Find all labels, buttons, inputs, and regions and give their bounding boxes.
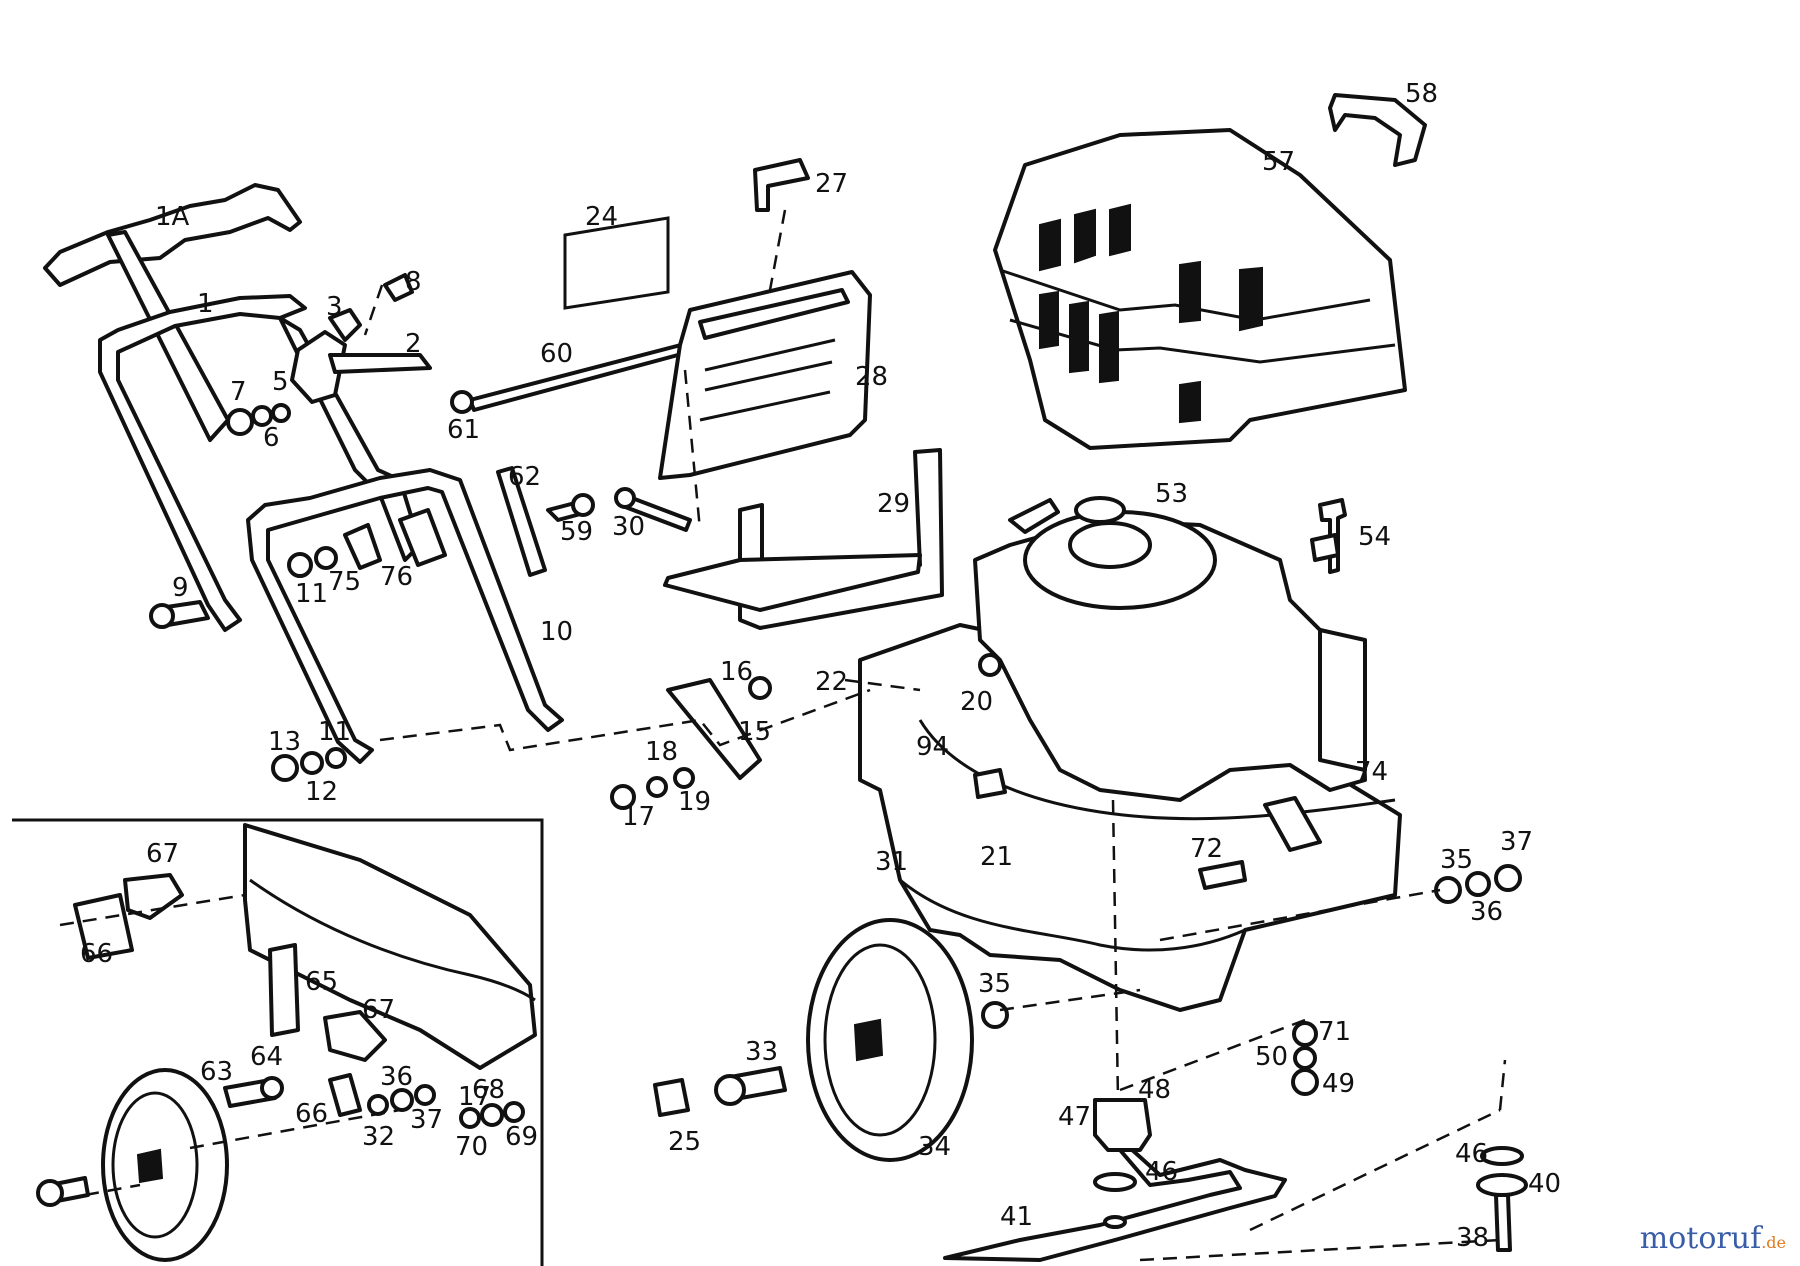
blade-part	[943, 1146, 1287, 1262]
part-label: 66	[295, 1099, 328, 1129]
part-label: 65	[305, 967, 338, 997]
part-label: 46	[1455, 1139, 1488, 1169]
part-label: 37	[1500, 827, 1533, 857]
part-label: 67	[362, 995, 395, 1025]
part-label: 10	[540, 617, 573, 647]
part-label: 37	[410, 1105, 443, 1135]
part-label: 34	[918, 1132, 951, 1162]
part-label: 61	[447, 415, 480, 445]
upper-handle-part	[43, 183, 302, 442]
rear-wheel-part	[806, 918, 974, 1162]
part-label: 46	[1145, 1157, 1178, 1187]
part-label: 74	[1355, 757, 1388, 787]
part-label: 2	[405, 329, 422, 359]
part-label: 5	[272, 367, 289, 397]
part-label: 17	[622, 802, 655, 832]
bracket-part	[663, 448, 944, 630]
part-label: 3	[326, 292, 343, 322]
part-label: 57	[1262, 147, 1295, 177]
part-label: 67	[146, 839, 179, 869]
part-label: 38	[1456, 1223, 1489, 1253]
rear-flap-part	[563, 158, 872, 480]
part-label: 27	[815, 169, 848, 199]
part-label: 59	[560, 517, 593, 547]
part-label: 69	[505, 1122, 538, 1152]
part-label: 40	[1528, 1169, 1561, 1199]
engine-part	[973, 496, 1367, 802]
part-label: 18	[645, 737, 678, 767]
part-label: 66	[80, 939, 113, 969]
part-label: 94	[916, 732, 949, 762]
lower-handle-part	[246, 468, 564, 764]
part-label: 9	[172, 573, 189, 603]
part-label: 19	[678, 787, 711, 817]
part-number-labels: 1A 1 2 3 5 6 7 8 9 10 11 11 12 13 15 16 …	[80, 79, 1561, 1253]
part-label: 24	[585, 202, 618, 232]
part-label: 75	[328, 567, 361, 597]
watermark-main: motoruf	[1639, 1221, 1762, 1256]
part-label: 62	[508, 462, 541, 492]
part-label: 1A	[155, 202, 190, 232]
part-label: 20	[960, 687, 993, 717]
part-label: 72	[1190, 834, 1223, 864]
part-label: 71	[1318, 1017, 1351, 1047]
part-label: 1	[197, 289, 214, 319]
small-hardware	[610, 533, 1528, 1252]
part-label: 47	[1058, 1102, 1091, 1132]
part-label: 13	[268, 727, 301, 757]
part-label: 35	[978, 969, 1011, 999]
part-label: 36	[1470, 897, 1503, 927]
part-label: 70	[455, 1132, 488, 1162]
front-wheel-part	[101, 1068, 229, 1262]
part-label: 49	[1322, 1069, 1355, 1099]
watermark-logo: motoruf.de	[1640, 1221, 1786, 1256]
part-label: 64	[250, 1042, 283, 1072]
part-label: 63	[200, 1057, 233, 1087]
part-label: 11	[318, 717, 351, 747]
part-label: 41	[1000, 1202, 1033, 1232]
part-label: 22	[815, 667, 848, 697]
part-label: 76	[380, 562, 413, 592]
assembly-guide-lines	[59, 209, 1507, 1262]
part-label: 29	[877, 489, 910, 519]
part-label: 58	[1405, 79, 1438, 109]
part-label: 32	[362, 1122, 395, 1152]
part-label: 33	[745, 1037, 778, 1067]
part-label: 54	[1358, 522, 1391, 552]
part-label: 15	[738, 717, 771, 747]
part-label: 21	[980, 842, 1013, 872]
handle-small-parts	[149, 273, 706, 782]
part-label: 6	[263, 423, 280, 453]
part-label: 8	[405, 267, 422, 297]
part-label: 50	[1255, 1042, 1288, 1072]
part-label: 17	[458, 1082, 491, 1112]
part-label: 16	[720, 657, 753, 687]
part-label: 68	[472, 1075, 505, 1105]
part-label: 53	[1155, 479, 1188, 509]
part-label: 7	[230, 377, 247, 407]
part-label: 60	[540, 339, 573, 369]
part-label: 48	[1138, 1075, 1171, 1105]
watermark-tld: .de	[1761, 1233, 1786, 1252]
part-label: 36	[380, 1062, 413, 1092]
part-label: 31	[875, 847, 908, 877]
part-label: 30	[612, 512, 645, 542]
grass-catcher-part	[993, 93, 1427, 450]
part-label: 28	[855, 362, 888, 392]
part-label: 12	[305, 777, 338, 807]
part-label: 25	[668, 1127, 701, 1157]
part-label: 35	[1440, 845, 1473, 875]
part-label: 11	[295, 579, 328, 609]
